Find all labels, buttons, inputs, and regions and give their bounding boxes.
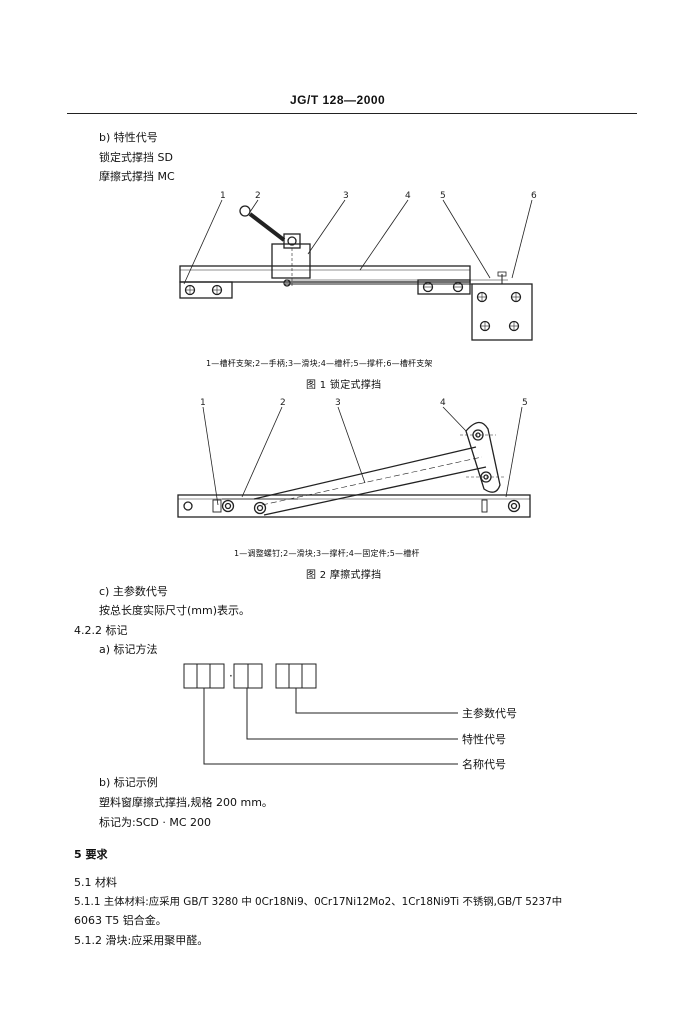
example-line1: 塑料窗摩擦式撑挡,规格 200 mm。 (99, 796, 273, 809)
section-b-line2: 摩擦式撑挡 MC (99, 170, 175, 183)
fig1-callout-2: 2 (255, 191, 261, 201)
figure1-legend: 1—槽杆支架;2—手柄;3—滑块;4—槽杆;5—撑杆;6—槽杆支架 (206, 359, 433, 368)
diagram-dot: · (229, 669, 233, 683)
fig2-callout-5: 5 (522, 398, 528, 408)
figure2-legend: 1—调整螺钉;2—滑块;3—撑杆;4—固定件;5—槽杆 (234, 549, 420, 558)
fig1-callout-4: 4 (405, 191, 411, 201)
label-main-param: 主参数代号 (462, 707, 517, 720)
section-c-text: 按总长度实际尺寸(mm)表示。 (99, 604, 251, 617)
section-422-sub-a: a) 标记方法 (99, 643, 158, 656)
figure2-drawing: 1 2 3 4 5 (177, 398, 531, 518)
fig1-callout-5: 5 (440, 191, 446, 201)
fig2-callout-1: 1 (200, 398, 206, 408)
fig1-callout-1: 1 (220, 191, 226, 201)
label-name: 名称代号 (462, 758, 506, 771)
section-511-line1: 5.1.1 主体材料:应采用 GB/T 3280 中 0Cr18Ni9、0Cr1… (74, 896, 563, 908)
example-line2: 标记为:SCD · MC 200 (99, 816, 211, 829)
fig1-callout-6: 6 (531, 191, 537, 201)
figure1-caption: 图 1 锁定式撑挡 (306, 380, 382, 391)
section-c-title: c) 主参数代号 (99, 585, 168, 598)
section-b-line1: 锁定式撑挡 SD (99, 151, 173, 164)
figure1-drawing: 1 2 3 4 5 6 (179, 191, 537, 341)
section-422-heading: 4.2.2 标记 (74, 624, 128, 637)
label-feature: 特性代号 (462, 733, 506, 746)
standard-number: JG/T 128—2000 (290, 93, 386, 107)
header-rule (67, 113, 637, 114)
fig2-callout-3: 3 (335, 398, 341, 408)
marking-diagram: · (183, 663, 458, 765)
section-5-heading: 5 要求 (74, 848, 108, 861)
main-param-boxes (275, 663, 317, 689)
fig2-callout-2: 2 (280, 398, 286, 408)
section-422-sub-b: b) 标记示例 (99, 776, 158, 789)
section-51: 5.1 材料 (74, 876, 117, 889)
section-511-line2: 6063 T5 铝合金。 (74, 914, 167, 927)
name-code-boxes (183, 663, 225, 689)
fig1-callout-3: 3 (343, 191, 349, 201)
section-b-title: b) 特性代号 (99, 131, 158, 144)
section-512: 5.1.2 滑块:应采用聚甲醛。 (74, 934, 209, 947)
fig2-callout-4: 4 (440, 398, 446, 408)
figure2-caption: 图 2 摩擦式撑挡 (306, 570, 382, 581)
